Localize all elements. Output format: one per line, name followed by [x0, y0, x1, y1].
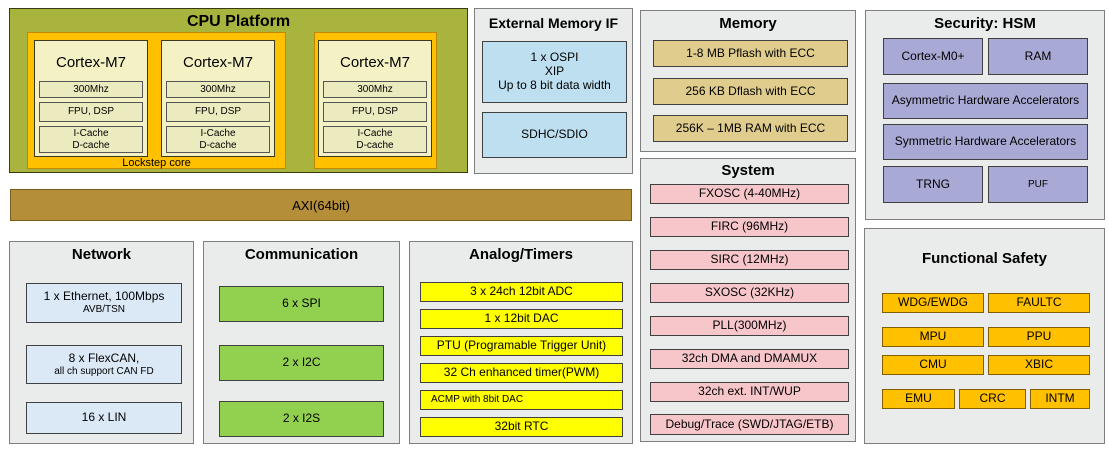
core-cache: I-Cache D-cache — [323, 126, 427, 153]
ospi-line-3: Up to 8 bit data width — [498, 77, 611, 92]
memory-item: 1-8 MB Pflash with ECC — [653, 40, 848, 67]
hsm-trng: TRNG — [883, 166, 983, 203]
hsm-symmetric: Symmetric Hardware Accelerators — [883, 124, 1088, 160]
ospi-line-1: 1 x OSPI — [530, 50, 579, 65]
core-cache: I-Cache D-cache — [166, 126, 270, 153]
fsafety-item: XBIC — [988, 355, 1090, 375]
comm-item: 2 x I2C — [219, 345, 384, 381]
system-item: FXOSC (4-40MHz) — [650, 184, 849, 204]
system-item: Debug/Trace (SWD/JTAG/ETB) — [650, 414, 849, 435]
analog-item: 1 x 12bit DAC — [420, 309, 623, 329]
fsafety-item: CRC — [959, 389, 1026, 409]
core-frequency: 300Mhz — [166, 81, 270, 98]
cortex-m7-core-3: Cortex-M7 300Mhz FPU, DSP I-Cache D-cach… — [318, 40, 432, 157]
hsm-ram: RAM — [988, 38, 1088, 75]
memory-item: 256K – 1MB RAM with ECC — [653, 115, 848, 142]
system-item: SIRC (12MHz) — [650, 250, 849, 270]
comm-item: 6 x SPI — [219, 286, 384, 322]
external-memory-panel: External Memory IF 1 x OSPI XIP Up to 8 … — [474, 8, 633, 174]
core-name: Cortex-M7 — [323, 45, 427, 81]
core-dcache: D-cache — [72, 139, 110, 151]
fsafety-item: PPU — [988, 327, 1090, 347]
communication-title: Communication — [244, 246, 359, 263]
analog-timers-panel: Analog/Timers 3 x 24ch 12bit ADC 1 x 12b… — [409, 241, 633, 444]
fsafety-item: FAULTC — [988, 293, 1090, 313]
system-item: 32ch ext. INT/WUP — [650, 382, 849, 402]
functional-safety-panel: Functional Safety WDG/EWDG FAULTC MPU PP… — [864, 228, 1105, 444]
lin-box: 16 x LIN — [26, 402, 182, 434]
core-dcache: D-cache — [356, 139, 394, 151]
core-dcache: D-cache — [199, 139, 237, 151]
memory-panel: Memory 1-8 MB Pflash with ECC 256 KB Dfl… — [640, 10, 856, 152]
core-icache: I-Cache — [200, 128, 236, 139]
cortex-m7-core-2: Cortex-M7 300Mhz FPU, DSP I-Cache D-cach… — [161, 40, 275, 157]
external-memory-title: External Memory IF — [488, 15, 619, 31]
axi-bus: AXI(64bit) — [10, 189, 632, 221]
flexcan-box: 8 x FlexCAN, all ch support CAN FD — [26, 345, 182, 384]
system-title: System — [721, 162, 775, 179]
analog-item: 32bit RTC — [420, 417, 623, 437]
comm-item: 2 x I2S — [219, 401, 384, 437]
security-hsm-title: Security: HSM — [934, 15, 1036, 32]
analog-item: ACMP with 8bit DAC — [420, 390, 623, 410]
hsm-puf: PUF — [988, 166, 1088, 203]
network-panel: Network 1 x Ethernet, 100Mbps AVB/TSN 8 … — [9, 241, 194, 444]
core-name: Cortex-M7 — [39, 45, 143, 81]
system-panel: System FXOSC (4-40MHz) FIRC (96MHz) SIRC… — [640, 158, 856, 442]
fsafety-item: CMU — [882, 355, 984, 375]
flexcan-line-1: 8 x FlexCAN, — [68, 350, 140, 365]
network-title: Network — [71, 246, 132, 263]
core-icache: I-Cache — [357, 128, 393, 139]
core-name: Cortex-M7 — [166, 45, 270, 81]
cortex-m7-core-1: Cortex-M7 300Mhz FPU, DSP I-Cache D-cach… — [34, 40, 148, 157]
functional-safety-title: Functional Safety — [921, 250, 1048, 267]
system-item: FIRC (96MHz) — [650, 217, 849, 237]
analog-item: 3 x 24ch 12bit ADC — [420, 282, 623, 302]
system-item: SXOSC (32KHz) — [650, 283, 849, 303]
fsafety-item: WDG/EWDG — [882, 293, 984, 313]
fsafety-item: EMU — [882, 389, 955, 409]
communication-panel: Communication 6 x SPI 2 x I2C 2 x I2S — [203, 241, 400, 444]
ethernet-line-2: AVB/TSN — [82, 304, 126, 316]
cpu-platform-title: CPU Platform — [186, 13, 291, 30]
core-cache: I-Cache D-cache — [39, 126, 143, 153]
core-icache: I-Cache — [73, 128, 109, 139]
core-frequency: 300Mhz — [39, 81, 143, 98]
ospi-box: 1 x OSPI XIP Up to 8 bit data width — [482, 41, 627, 103]
security-hsm-panel: Security: HSM Cortex-M0+ RAM Asymmetric … — [865, 10, 1105, 220]
analog-item: 32 Ch enhanced timer(PWM) — [420, 363, 623, 383]
lockstep-core-label: Lockstep core — [122, 157, 191, 169]
ethernet-line-1: 1 x Ethernet, 100Mbps — [43, 289, 165, 304]
analog-timers-title: Analog/Timers — [469, 246, 573, 263]
flexcan-line-2: all ch support CAN FD — [54, 365, 154, 377]
core-frequency: 300Mhz — [323, 81, 427, 98]
system-item: PLL(300MHz) — [650, 316, 849, 336]
sdhc-box: SDHC/SDIO — [482, 112, 627, 158]
core-fpu: FPU, DSP — [39, 102, 143, 122]
ospi-line-2: XIP — [544, 64, 565, 79]
ethernet-box: 1 x Ethernet, 100Mbps AVB/TSN — [26, 283, 182, 323]
memory-item: 256 KB Dflash with ECC — [653, 78, 848, 105]
core-fpu: FPU, DSP — [166, 102, 270, 122]
fsafety-item: MPU — [882, 327, 984, 347]
system-item: 32ch DMA and DMAMUX — [650, 349, 849, 369]
core-fpu: FPU, DSP — [323, 102, 427, 122]
analog-item: PTU (Programable Trigger Unit) — [420, 336, 623, 356]
memory-title: Memory — [719, 15, 777, 32]
hsm-cortex-m0: Cortex-M0+ — [883, 38, 983, 75]
hsm-asymmetric: Asymmetric Hardware Accelerators — [883, 83, 1088, 119]
fsafety-item: INTM — [1030, 389, 1090, 409]
